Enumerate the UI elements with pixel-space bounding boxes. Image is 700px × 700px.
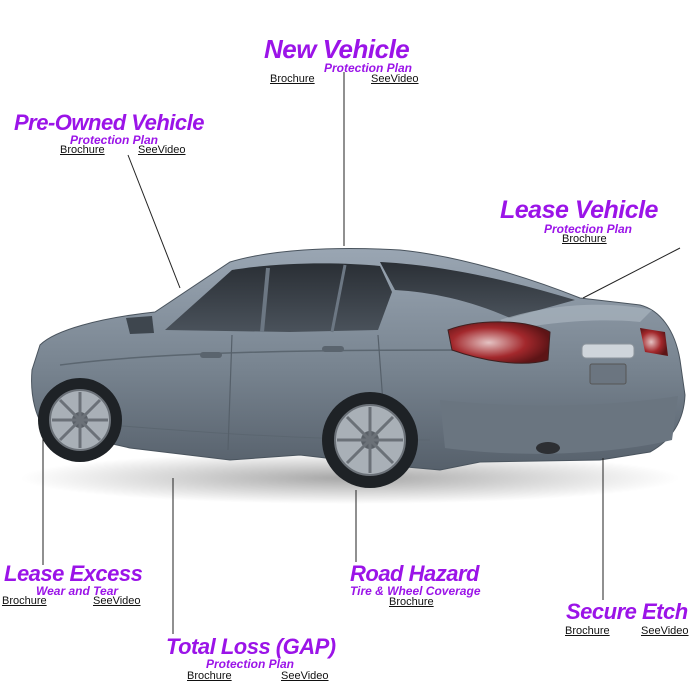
callout-line-lease-vehicle bbox=[582, 247, 681, 299]
total-loss-video-link[interactable]: SeeVideo bbox=[281, 670, 329, 682]
lease-excess-brochure-link[interactable]: Brochure bbox=[2, 595, 47, 607]
plan-title-pre-owned: Pre-Owned Vehicle bbox=[14, 110, 204, 135]
pre-owned-brochure-link[interactable]: Brochure bbox=[60, 144, 105, 156]
pre-owned-video-link[interactable]: SeeVideo bbox=[138, 144, 186, 156]
plan-subtitle-road-hazard: Tire & Wheel Coverage bbox=[350, 584, 481, 598]
new-vehicle-brochure-link[interactable]: Brochure bbox=[270, 73, 315, 85]
car-front-wheel bbox=[38, 378, 122, 462]
plan-secure-etch: Secure Etch bbox=[566, 601, 688, 623]
plan-title-new-vehicle: New Vehicle bbox=[264, 34, 410, 64]
plan-lease-vehicle: Lease Vehicle Protection Plan bbox=[500, 198, 658, 236]
plan-lease-excess: Lease Excess Wear and Tear bbox=[4, 561, 143, 598]
plan-title-lease-excess: Lease Excess bbox=[4, 561, 143, 586]
car-rear-window bbox=[380, 262, 575, 318]
plan-new-vehicle: New Vehicle Protection Plan bbox=[264, 36, 412, 75]
lease-excess-video-link[interactable]: SeeVideo bbox=[93, 595, 141, 607]
plan-title-lease-vehicle: Lease Vehicle bbox=[500, 196, 658, 224]
plan-subtitle-pre-owned: Protection Plan bbox=[70, 133, 159, 147]
total-loss-brochure-link[interactable]: Brochure bbox=[187, 670, 232, 682]
secure-etch-brochure-link[interactable]: Brochure bbox=[565, 625, 610, 637]
lease-vehicle-brochure-link[interactable]: Brochure bbox=[562, 233, 607, 245]
road-hazard-brochure-link[interactable]: Brochure bbox=[389, 596, 434, 608]
callout-line-pre-owned bbox=[127, 154, 181, 289]
plan-subtitle-lease-excess: Wear and Tear bbox=[36, 584, 119, 598]
plan-pre-owned: Pre-Owned Vehicle Protection Plan bbox=[14, 112, 204, 147]
secure-etch-video-link[interactable]: SeeVideo bbox=[641, 625, 689, 637]
plan-subtitle-new-vehicle: Protection Plan bbox=[324, 61, 413, 75]
plan-total-loss: Total Loss (GAP) Protection Plan bbox=[166, 636, 336, 671]
plan-subtitle-lease-vehicle: Protection Plan bbox=[544, 222, 633, 236]
plan-title-secure-etch: Secure Etch bbox=[566, 599, 688, 624]
plan-subtitle-total-loss: Protection Plan bbox=[206, 657, 295, 671]
car-tail-light bbox=[447, 321, 551, 364]
plan-road-hazard: Road Hazard Tire & Wheel Coverage bbox=[350, 563, 481, 598]
plan-title-total-loss: Total Loss (GAP) bbox=[166, 634, 336, 659]
car-rear-wheel bbox=[322, 392, 418, 488]
new-vehicle-video-link[interactable]: SeeVideo bbox=[371, 73, 419, 85]
plan-title-road-hazard: Road Hazard bbox=[350, 561, 479, 586]
